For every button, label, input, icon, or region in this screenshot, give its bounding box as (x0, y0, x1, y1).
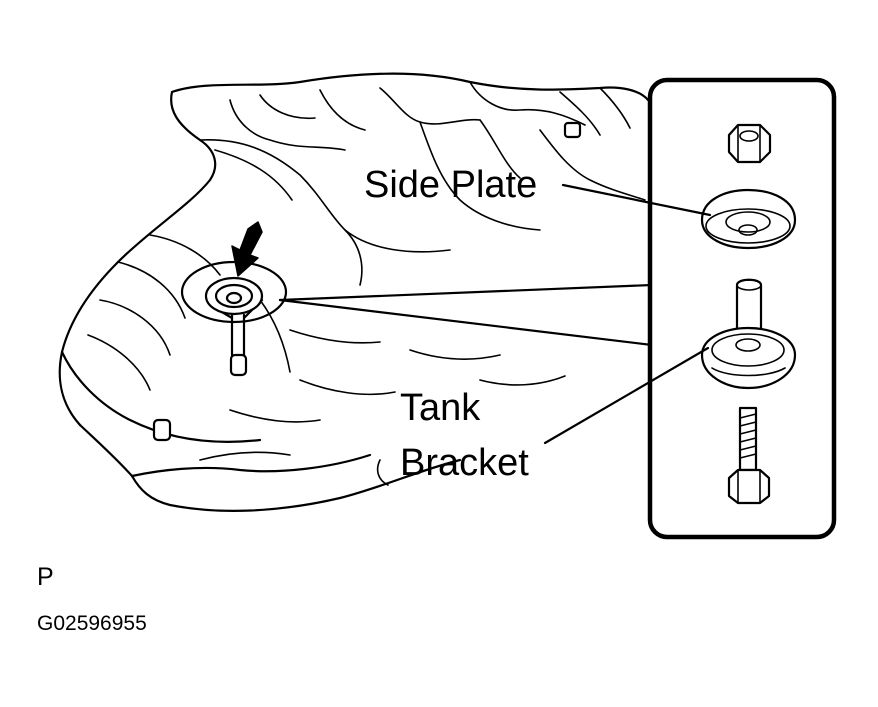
side-plate-leader-line (561, 183, 712, 217)
nut (727, 123, 772, 164)
figure-id-label: G02596955 (37, 612, 147, 635)
magnification-wedge (278, 283, 654, 347)
fuel-tank-body (58, 72, 650, 512)
bolt (727, 406, 771, 505)
side-plate-part (700, 188, 797, 250)
view-code-label: P (37, 563, 54, 591)
tank-mount-point (180, 260, 288, 324)
bracket-label: Bracket (400, 442, 529, 484)
tank-bracket-part (700, 278, 797, 390)
arrow-down-icon (231, 221, 263, 277)
side-plate-label: Side Plate (364, 164, 538, 206)
tank-bracket-leader-line (543, 346, 710, 445)
tank-label: Tank (400, 387, 481, 429)
